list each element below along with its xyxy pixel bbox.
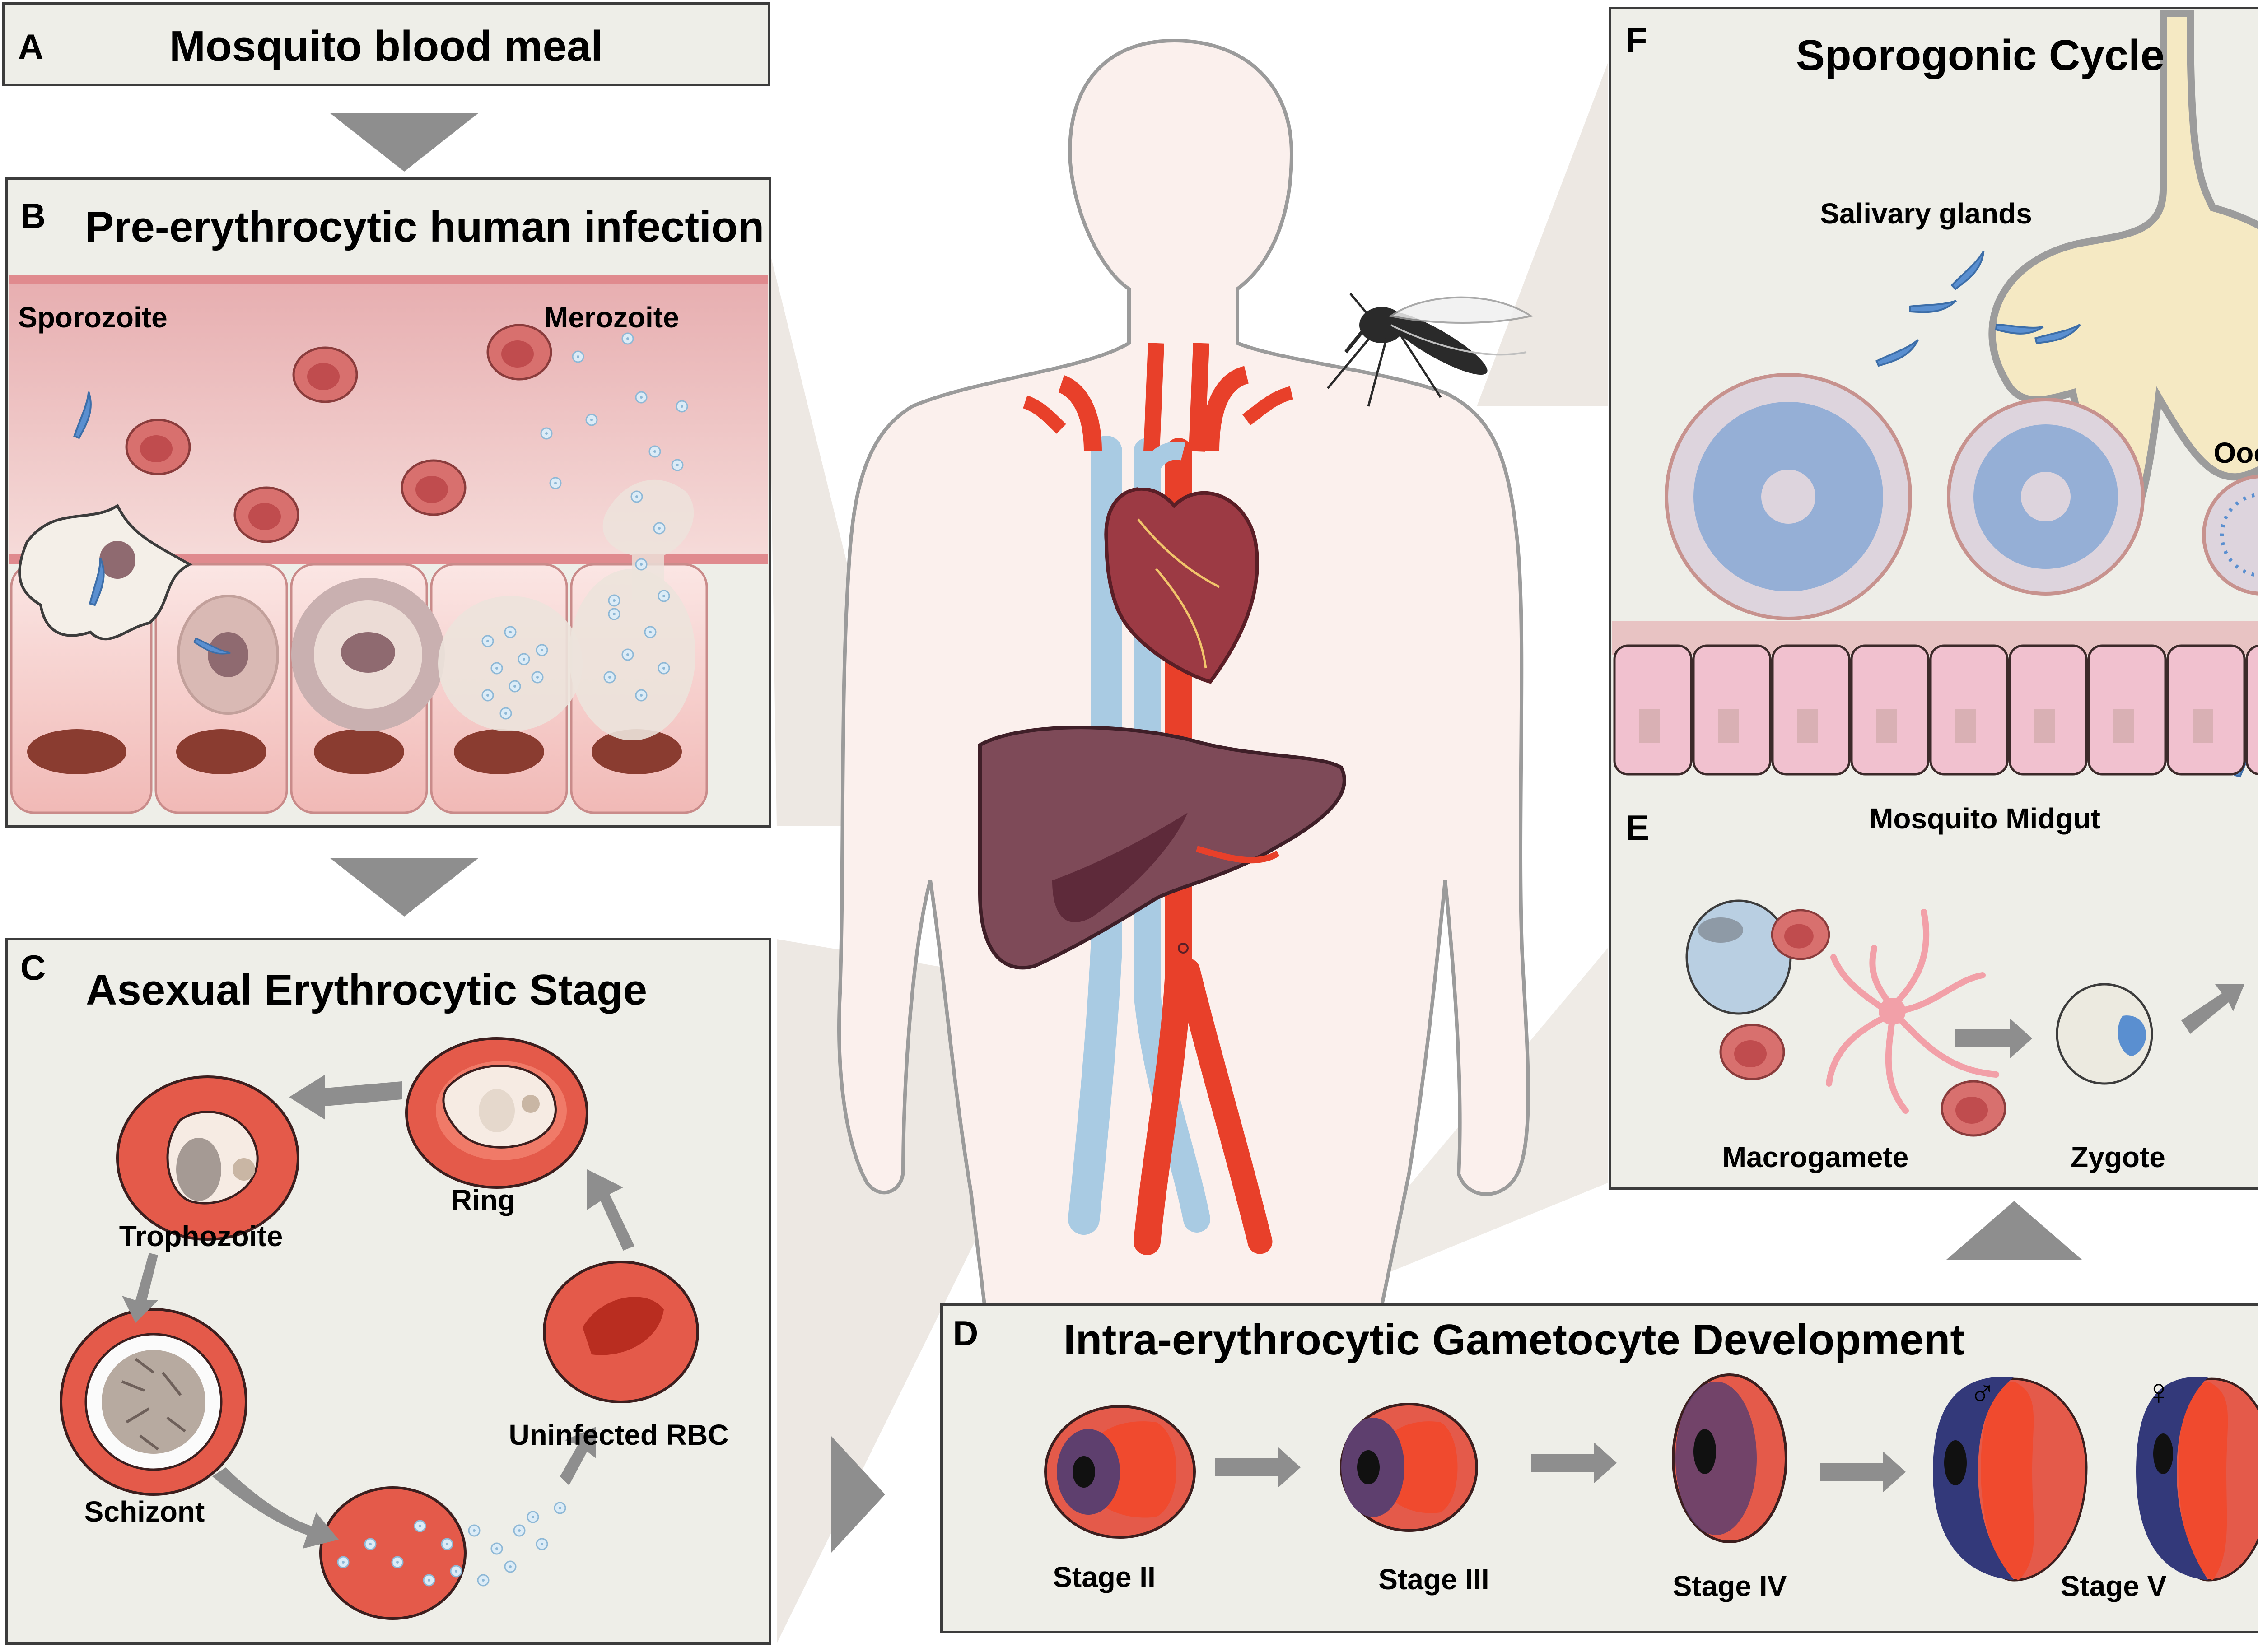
panel-b-title: Pre-erythrocytic human infection bbox=[85, 203, 764, 251]
label-uninfected-rbc: Uninfected RBC bbox=[509, 1419, 728, 1451]
stage-arrows bbox=[1215, 1443, 1906, 1492]
label-macrogamete: Macrogamete bbox=[1722, 1141, 1909, 1173]
label-trophozoite: Trophozoite bbox=[119, 1220, 283, 1252]
midgut-epithelium bbox=[1612, 621, 2258, 776]
arrow-down-icon bbox=[330, 113, 479, 172]
panel-c-title: Asexual Erythrocytic Stage bbox=[86, 966, 647, 1014]
panel-f-letter: F bbox=[1626, 20, 1647, 60]
panel-a-title: Mosquito blood meal bbox=[169, 22, 603, 70]
microgamete-exflagellation bbox=[1826, 909, 1999, 1114]
female-symbol: ♀ bbox=[2145, 1372, 2172, 1412]
arrow-up-icon bbox=[1946, 1201, 2082, 1260]
label-oocyst: Oocyst bbox=[2214, 437, 2258, 469]
male-symbol: ♂ bbox=[1969, 1372, 1996, 1412]
label-zygote: Zygote bbox=[2071, 1141, 2165, 1173]
hepatocyte-row bbox=[10, 563, 708, 814]
panel-c: C Asexual Erythrocytic Stage bbox=[5, 938, 771, 1645]
label-stage-iii: Stage III bbox=[1378, 1563, 1489, 1596]
label-stage-iv: Stage IV bbox=[1673, 1570, 1787, 1602]
panel-c-letter: C bbox=[20, 948, 46, 987]
label-schizont: Schizont bbox=[84, 1495, 205, 1528]
panel-e-letter: E bbox=[1626, 808, 1649, 847]
arrow-right-icon bbox=[831, 1436, 885, 1553]
label-merozoite: Merozoite bbox=[544, 301, 679, 334]
panel-b-letter: B bbox=[20, 196, 46, 236]
label-ring: Ring bbox=[451, 1184, 515, 1216]
circulatory-system bbox=[978, 343, 1346, 1255]
panel-a: A Mosquito blood meal bbox=[2, 2, 770, 86]
label-stage-v: Stage V bbox=[2061, 1570, 2167, 1602]
panel-d-title: Intra-erythrocytic Gametocyte Developmen… bbox=[1064, 1316, 1964, 1364]
label-sporozoite: Sporozoite bbox=[18, 301, 168, 334]
panel-d: D Intra-erythrocytic Gametocyte Developm… bbox=[940, 1303, 2258, 1633]
label-mosquito-midgut: Mosquito Midgut bbox=[1869, 802, 2100, 835]
panel-f-title: Sporogonic Cycle bbox=[1796, 31, 2165, 79]
panel-b: B Pre-erythrocytic human infection Sporo… bbox=[5, 177, 771, 828]
arrow-down-icon bbox=[330, 858, 479, 917]
panel-a-letter: A bbox=[18, 27, 43, 66]
mosquito-icon bbox=[1327, 293, 1534, 407]
panel-d-letter: D bbox=[953, 1313, 978, 1353]
cycle-arrows bbox=[122, 1075, 634, 1549]
panel-ef: F Sporogonic Cycle Salivary glands Oocys… bbox=[1609, 7, 2258, 1190]
merozoite-cluster bbox=[481, 332, 694, 720]
label-stage-ii: Stage II bbox=[1053, 1561, 1156, 1593]
label-salivary-glands: Salivary glands bbox=[1820, 197, 2032, 230]
